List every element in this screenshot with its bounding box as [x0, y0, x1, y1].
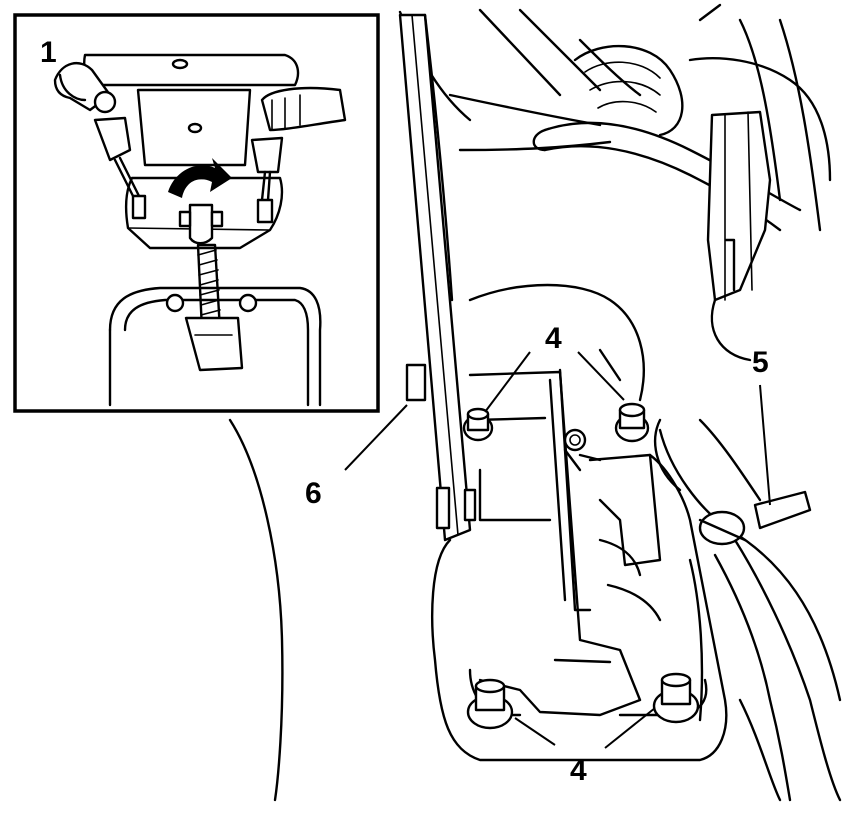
- inset-detail: [13, 13, 380, 413]
- callout-6: 6: [305, 477, 322, 510]
- callout-5: 5: [752, 346, 769, 379]
- bolt-bottom-left: [466, 678, 514, 730]
- shift-linkage-plate: [398, 13, 728, 762]
- callout-4-bottom: 4: [570, 754, 587, 787]
- background-structure: [228, 3, 842, 802]
- bolt-top-right: [614, 402, 650, 443]
- callout-4-top: 4: [545, 322, 562, 355]
- leader-lines: [344, 351, 771, 749]
- bolt-top-left: [462, 407, 494, 442]
- callout-1: 1: [40, 36, 57, 69]
- bolt-bottom-right: [652, 672, 700, 724]
